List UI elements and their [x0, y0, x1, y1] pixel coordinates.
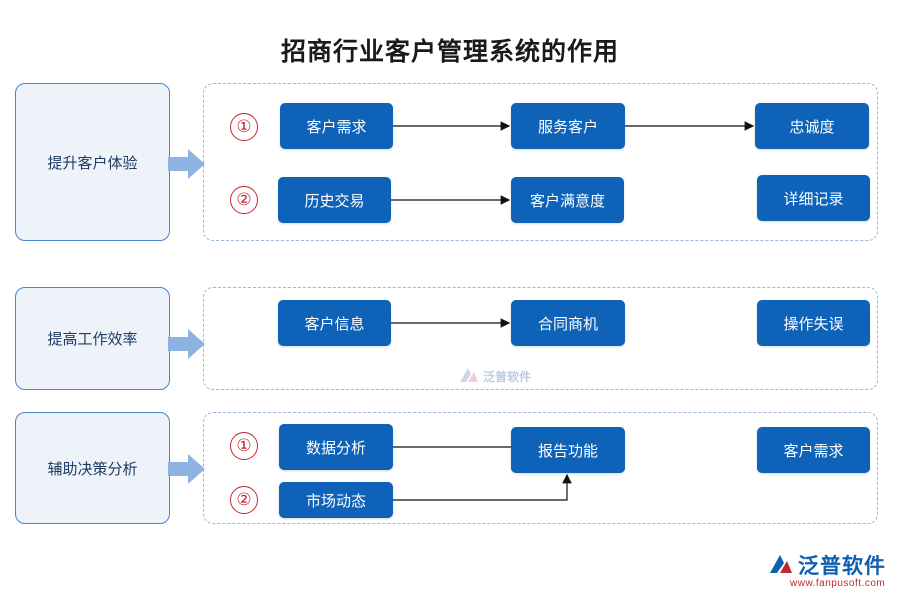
node-history-trade: 历史交易 — [278, 177, 391, 223]
section-panel-decision — [203, 412, 878, 524]
node-customer-info: 客户信息 — [278, 300, 391, 346]
right-arrow-icon — [168, 329, 205, 359]
node-satisfaction: 客户满意度 — [511, 177, 624, 223]
arrow-market-to-report — [393, 473, 572, 501]
section-label-efficiency: 提高工作效率 — [15, 287, 170, 390]
watermark: 泛普软件 — [458, 366, 531, 386]
watermark-logo-icon — [460, 368, 478, 382]
row-number-2: ② — [230, 186, 258, 214]
section-label-decision: 辅助决策分析 — [15, 412, 170, 524]
diagram-title: 招商行业客户管理系统的作用 — [280, 37, 619, 66]
brand-name: 泛普软件 — [798, 554, 886, 578]
right-arrow-icon — [168, 454, 205, 484]
node-contract-opportunity: 合同商机 — [511, 300, 625, 346]
node-customer-demand-2: 客户需求 — [757, 427, 870, 473]
node-serve-customer: 服务客户 — [511, 103, 625, 149]
node-customer-demand: 客户需求 — [280, 103, 393, 149]
brand-logo: 泛普软件 — [768, 550, 886, 580]
section-panel-experience — [203, 83, 878, 241]
row-number-1: ① — [230, 113, 258, 141]
row-number-2: ② — [230, 486, 258, 514]
node-report-function: 报告功能 — [511, 427, 625, 473]
section-label-experience: 提升客户体验 — [15, 83, 170, 241]
node-operation-error: 操作失误 — [757, 300, 870, 346]
node-loyalty: 忠诚度 — [755, 103, 869, 149]
right-arrow-icon — [168, 149, 205, 179]
node-data-analysis: 数据分析 — [279, 424, 393, 470]
row-number-1: ① — [230, 432, 258, 460]
brand-url: www.fanpusoft.com — [790, 578, 886, 589]
node-market-trend: 市场动态 — [279, 482, 393, 518]
brand-logo-icon — [770, 555, 792, 573]
node-detail-record: 详细记录 — [757, 175, 870, 221]
section-panel-efficiency — [203, 287, 878, 390]
